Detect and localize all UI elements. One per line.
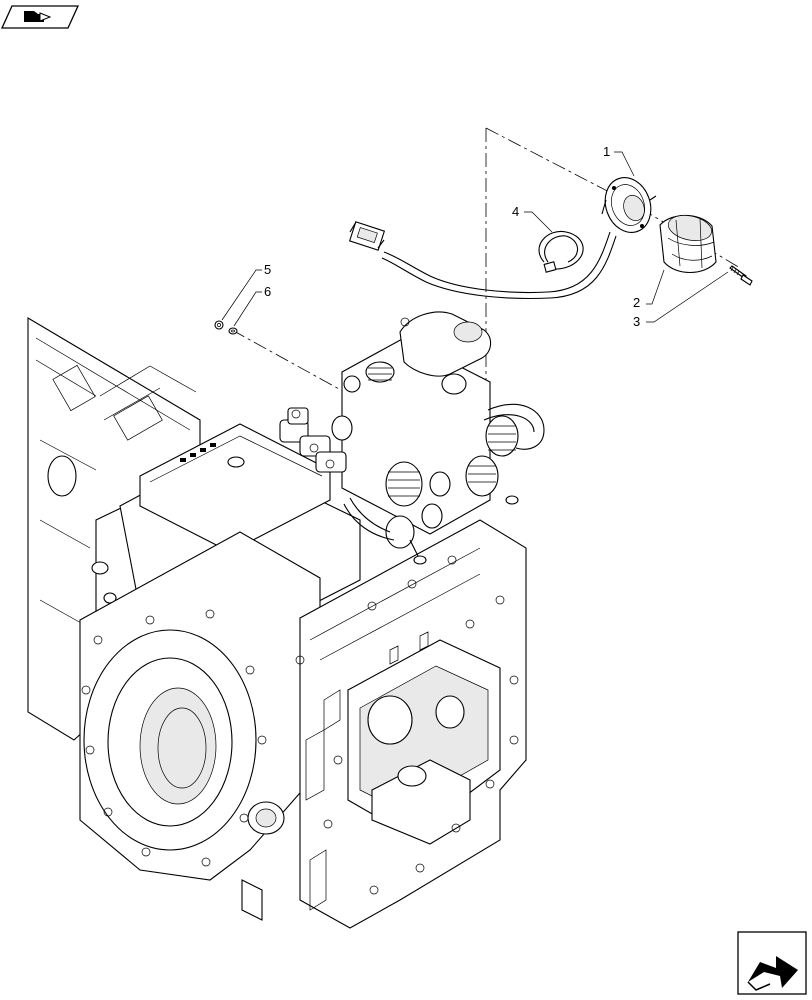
part-4-cable-tie <box>538 230 584 273</box>
callout-5: 5 <box>264 262 271 277</box>
part-5-nut <box>214 320 224 330</box>
part-3-screw <box>729 265 753 286</box>
callout-labels: 1 2 3 4 5 6 <box>264 144 640 329</box>
wiring-harness <box>348 221 617 300</box>
transmission-housing <box>27 317 527 929</box>
callout-2: 2 <box>633 295 640 310</box>
callout-1: 1 <box>603 144 610 159</box>
leader-lines <box>221 151 729 327</box>
part-1-socket-flange <box>601 177 657 233</box>
callout-6: 6 <box>264 284 271 299</box>
next-page-arrow-icon[interactable] <box>737 931 807 995</box>
part-6-washer <box>228 327 238 335</box>
valve-block-assembly <box>279 311 545 565</box>
part-2-cap <box>659 214 717 273</box>
callout-4: 4 <box>512 204 519 219</box>
callout-3: 3 <box>633 314 640 329</box>
book-navigation-icon[interactable] <box>0 5 80 29</box>
